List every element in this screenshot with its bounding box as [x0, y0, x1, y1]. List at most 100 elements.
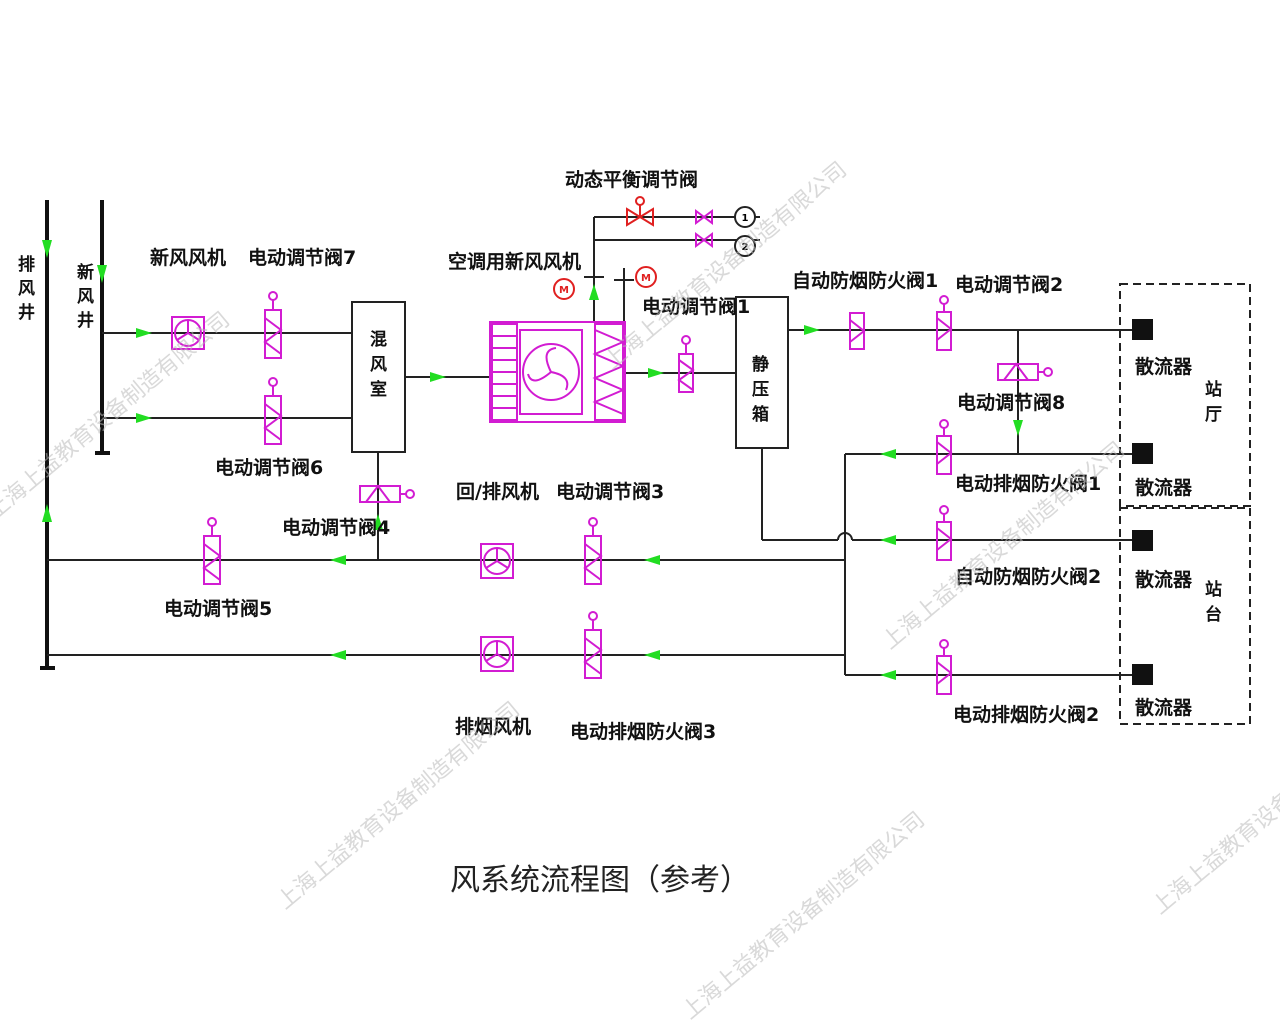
label-return-fan: 回/排风机 — [456, 480, 539, 503]
label-fire-damper-2: 自动防烟防火阀2 — [955, 565, 1101, 588]
platform-char-2: 台 — [1205, 604, 1222, 625]
mixing-room-box — [351, 301, 406, 453]
valve-4 — [359, 484, 415, 503]
exhaust-shaft-char-3: 井 — [18, 302, 35, 323]
flow-arrow-icon — [589, 284, 599, 300]
valve-7 — [263, 291, 283, 359]
motor-icons: M M — [553, 266, 657, 300]
label-diffuser-2: 散流器 — [1135, 476, 1193, 499]
exhaust-shaft: 排 风 井 — [18, 200, 55, 670]
label-ahu: 空调用新风风机 — [448, 250, 581, 273]
watermark-text: 上海上益教育设备制造有限公司 — [678, 807, 930, 1024]
flow-arrow-icon — [804, 325, 820, 335]
exhaust-shaft-char-1: 排 — [18, 254, 35, 275]
label-dynamic-valve: 动态平衡调节阀 — [565, 168, 698, 191]
instrument-gauges: 1 2 — [734, 206, 756, 257]
fire-damper-1 — [849, 312, 866, 350]
fresh-shaft-char-2: 风 — [77, 287, 94, 307]
label-diffuser-3: 散流器 — [1135, 568, 1193, 591]
label-valve-7: 电动调节阀7 — [248, 246, 356, 269]
valve-3 — [583, 517, 603, 585]
valve-2 — [936, 295, 953, 351]
static-box-char-1: 静 — [752, 354, 769, 375]
smoke-damper-3 — [583, 611, 603, 679]
label-diffuser-1: 散流器 — [1135, 355, 1193, 378]
motor-1-text: M — [559, 285, 569, 296]
diffuser-icon — [1132, 664, 1153, 685]
watermark-text: 上海上益教育设备制造有限公司 — [0, 307, 235, 524]
mixing-room-char-3: 室 — [370, 379, 387, 400]
valve-5 — [202, 517, 222, 585]
fire-damper-2 — [936, 505, 953, 561]
dynamic-balance-valve — [626, 196, 654, 227]
label-valve-6: 电动调节阀6 — [215, 456, 323, 479]
label-smoke-damper-1: 电动排烟防火阀1 — [955, 472, 1101, 495]
flow-arrow-icon — [330, 555, 346, 565]
fresh-shaft: 新 风 井 — [77, 200, 110, 455]
mixing-room-char-2: 风 — [370, 355, 387, 375]
label-fresh-air-fan: 新风风机 — [150, 246, 226, 269]
flow-arrow-icon — [430, 372, 446, 382]
diffuser-icon — [1132, 530, 1153, 551]
flow-arrow-icon — [42, 504, 52, 522]
diffusers — [1132, 319, 1153, 685]
static-box-char-3: 箱 — [752, 404, 769, 425]
small-valves — [695, 209, 713, 248]
air-handling-unit — [489, 321, 626, 423]
static-box-char-2: 压 — [752, 380, 769, 400]
label-valve-1: 电动调节阀1 — [642, 295, 750, 318]
fresh-shaft-char-1: 新 — [77, 262, 94, 283]
gauge-2-text: 2 — [742, 242, 749, 253]
smoke-damper-1 — [936, 419, 953, 475]
fresh-shaft-char-3: 井 — [77, 310, 94, 331]
label-fire-damper-1: 自动防烟防火阀1 — [792, 269, 938, 292]
smoke-damper-2 — [936, 639, 953, 695]
valve-1 — [677, 335, 695, 393]
flow-arrow-icon — [644, 555, 660, 565]
diagram-title: 风系统流程图（参考） — [450, 863, 750, 898]
flow-arrow-icon — [648, 368, 664, 378]
flow-arrow-icon — [880, 670, 896, 680]
valve-6 — [263, 377, 283, 445]
flow-arrow-icon — [136, 413, 152, 423]
hall-char-1: 站 — [1205, 379, 1222, 400]
watermark-text: 上海上益教育设备制造有限公司 — [1148, 702, 1280, 919]
label-diffuser-4: 散流器 — [1135, 696, 1193, 719]
valve-8 — [997, 362, 1053, 381]
label-valve-5: 电动调节阀5 — [164, 597, 272, 620]
flow-arrow-icon — [42, 240, 52, 258]
flow-arrow-icon — [644, 650, 660, 660]
exhaust-shaft-char-2: 风 — [18, 279, 35, 299]
flow-arrow-icon — [330, 650, 346, 660]
label-smoke-damper-3: 电动排烟防火阀3 — [570, 720, 716, 743]
label-valve-2: 电动调节阀2 — [955, 273, 1063, 296]
platform-zone — [1119, 507, 1251, 725]
labels: 新风风机 电动调节阀7 电动调节阀6 空调用新风风机 动态平衡调节阀 电动调节阀… — [150, 168, 1193, 743]
flow-arrows — [136, 284, 1023, 680]
flow-arrow-icon — [373, 514, 383, 530]
flow-arrow-icon — [880, 449, 896, 459]
platform-char-1: 站 — [1205, 579, 1222, 600]
label-smoke-damper-2: 电动排烟防火阀2 — [953, 703, 1099, 726]
motor-2-text: M — [641, 273, 651, 284]
mixing-room-char-1: 混 — [370, 330, 387, 350]
label-smoke-fan: 排烟风机 — [455, 715, 531, 738]
label-valve-8: 电动调节阀8 — [957, 391, 1065, 414]
flow-arrow-icon — [880, 535, 896, 545]
hall-zone — [1119, 283, 1251, 507]
label-valve-4: 电动调节阀4 — [282, 516, 390, 539]
flow-arrow-icon — [97, 265, 107, 283]
watermark-text: 上海上益教育设备制造有限公司 — [878, 437, 1130, 654]
diffuser-icon — [1132, 319, 1153, 340]
static-box — [735, 296, 789, 449]
label-valve-3: 电动调节阀3 — [556, 480, 664, 503]
flow-arrow-icon — [1013, 420, 1023, 436]
hall-char-2: 厅 — [1205, 405, 1222, 425]
fresh-air-fan — [171, 316, 205, 350]
gauge-1-text: 1 — [742, 213, 749, 224]
flow-arrow-icon — [136, 328, 152, 338]
smoke-exhaust-fan — [480, 636, 514, 672]
diffuser-icon — [1132, 443, 1153, 464]
return-fan — [480, 543, 514, 579]
